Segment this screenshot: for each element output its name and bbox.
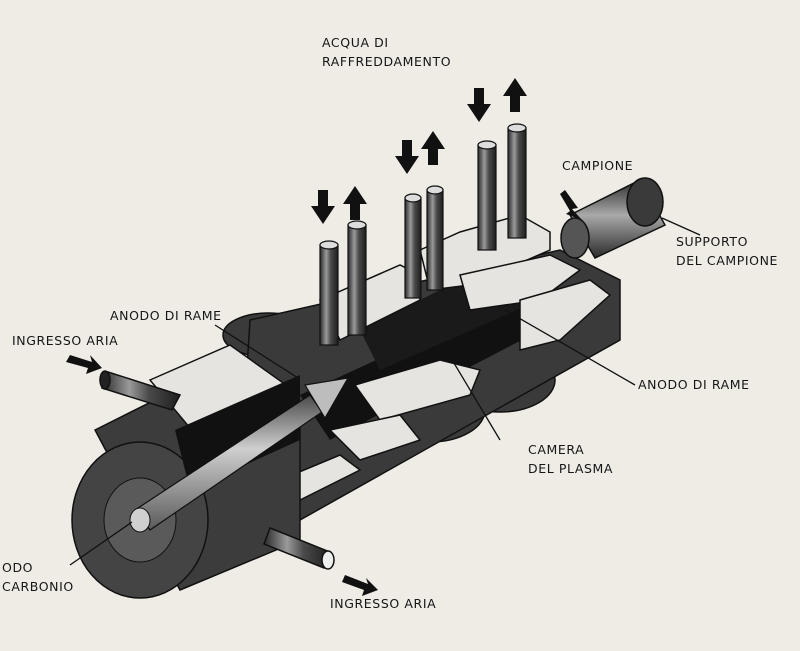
label-arrows xyxy=(66,190,582,596)
label-carbon-electrode-line1: ODO xyxy=(2,560,34,575)
label-cooling-water: ACQUA DI RAFFREDDAMENTO xyxy=(322,33,451,71)
label-sample-holder-line2: DEL CAMPIONE xyxy=(676,253,779,268)
label-copper-anode-right: ANODO DI RAME xyxy=(638,375,750,394)
label-sample-text: CAMPIONE xyxy=(562,158,634,173)
label-sample-holder: SUPPORTO DEL CAMPIONE xyxy=(676,232,778,270)
carbon-electrode-rod xyxy=(129,377,350,533)
label-sample: CAMPIONE xyxy=(562,156,633,175)
label-cooling-water-line2: RAFFREDDAMENTO xyxy=(322,54,452,69)
label-air-inlet-bottom-text: INGRESSO ARIA xyxy=(330,596,437,611)
sample-holder xyxy=(560,177,667,259)
label-plasma-chamber: CAMERA DEL PLASMA xyxy=(528,440,613,478)
label-plasma-chamber-line1: CAMERA xyxy=(528,442,585,457)
label-carbon-electrode-line2: CARBONIO xyxy=(2,579,74,594)
air-inlet-pipes xyxy=(99,370,335,570)
leader-lines xyxy=(69,217,701,566)
label-air-inlet-bottom: INGRESSO ARIA xyxy=(330,594,436,613)
label-copper-anode-left: ANODO DI RAME xyxy=(110,306,222,325)
label-carbon-electrode: ODO CARBONIO xyxy=(2,558,74,596)
label-air-inlet-left-text: INGRESSO ARIA xyxy=(12,333,119,348)
label-sample-holder-line1: SUPPORTO xyxy=(676,234,749,249)
label-air-inlet-left: INGRESSO ARIA xyxy=(12,331,118,350)
label-cooling-water-line1: ACQUA DI xyxy=(322,35,389,50)
label-copper-anode-right-text: ANODO DI RAME xyxy=(638,377,750,392)
water-flow-arrows xyxy=(311,78,527,224)
cooling-water-tubes xyxy=(319,123,527,346)
label-copper-anode-left-text: ANODO DI RAME xyxy=(110,308,222,323)
label-plasma-chamber-line2: DEL PLASMA xyxy=(528,461,614,476)
